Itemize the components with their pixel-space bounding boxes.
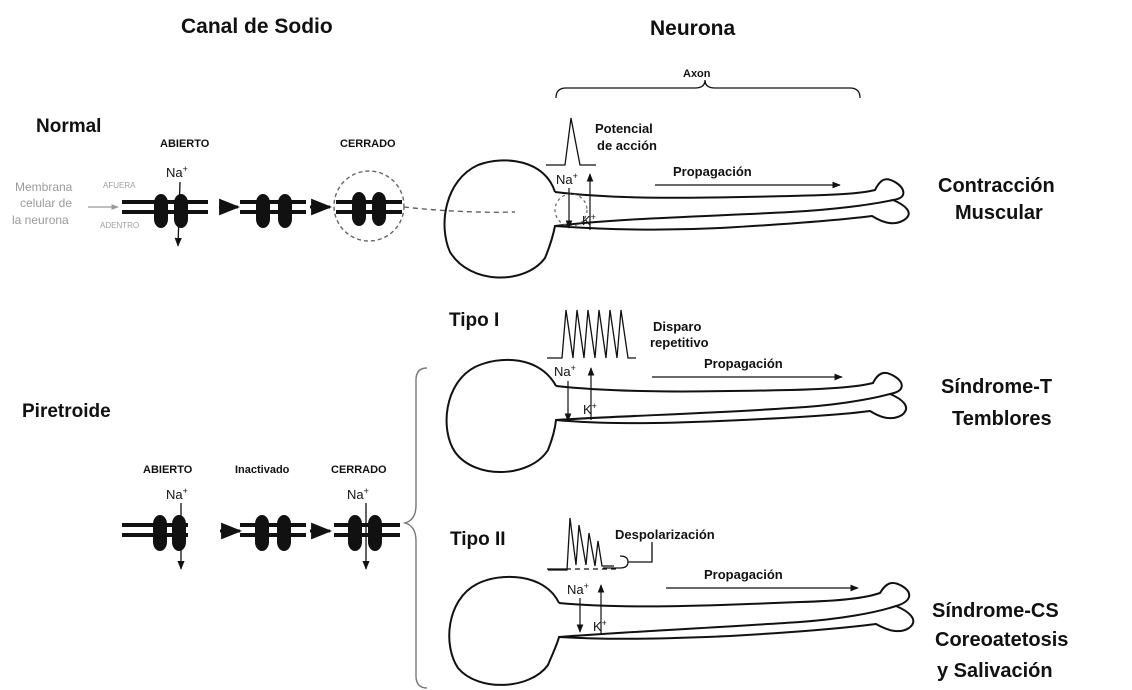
outcome-normal-1: Contracción [938, 175, 1055, 197]
inside-label: ADENTRO [100, 221, 139, 230]
na-label-neuron-type1: Na+ [554, 363, 576, 379]
axon-brace [556, 80, 860, 98]
normal-middle-channel [240, 194, 306, 228]
normal-heading: Normal [36, 116, 101, 137]
repetitive-label-1: Disparo [653, 319, 701, 334]
neuron-type1: Disparo repetitivo Na+ K+ Propagación [447, 310, 907, 472]
k-label-neuron-type2: K+ [593, 618, 607, 634]
normal-open-channel: Na+ [122, 164, 208, 246]
membrane-label-3: la neurona [12, 213, 69, 227]
action-potential-label-1: Potencial [595, 121, 653, 136]
propagation-label-1: Propagación [673, 164, 752, 179]
outcome-t-2: Temblores [952, 408, 1052, 430]
zoom-connector [404, 207, 515, 212]
depolarization-label: Despolarización [615, 527, 715, 542]
na-label-normal-open: Na+ [166, 164, 188, 180]
na-label-pyr-open: Na+ [166, 486, 188, 502]
normal-open-label: ABIERTO [160, 138, 210, 150]
pyr-closed-label: CERRADO [331, 464, 387, 476]
sodium-channel-title: Canal de Sodio [181, 15, 333, 38]
axon-label: Axon [683, 68, 711, 80]
outcome-t-1: Síndrome-T [941, 376, 1052, 398]
neuron-type2: Despolarización Na+ K+ Propagación [449, 518, 913, 685]
type1-heading: Tipo I [449, 310, 499, 331]
neuron-title: Neurona [650, 17, 736, 40]
pyr-inactivated-channel [240, 515, 306, 551]
neuron-normal: Axon Potencial de acción Na+ K+ Propagac… [445, 68, 909, 278]
pyr-open-label: ABIERTO [143, 464, 193, 476]
pyrethroid-heading: Piretroide [22, 401, 111, 422]
outcome-cs-3: y Salivación [937, 660, 1053, 682]
pyr-open-channel: Na+ [122, 486, 188, 569]
membrane-legend: Membrana celular de la neurona AFUERA AD… [12, 180, 139, 230]
pyr-closed-channel: Na+ [334, 486, 400, 569]
pyrethroid-bracket [405, 368, 427, 688]
outcome-cs-1: Síndrome-CS [932, 600, 1059, 622]
membrane-label-2: celular de [20, 196, 72, 210]
normal-closed-channel [334, 171, 404, 241]
k-label-neuron-type1: K+ [583, 401, 597, 417]
na-label-neuron-type2: Na+ [567, 581, 589, 597]
action-potential-label-2: de acción [597, 138, 657, 153]
action-potential-trace [546, 118, 596, 165]
pyr-inactivated-label: Inactivado [235, 464, 290, 476]
normal-closed-label: CERRADO [340, 138, 396, 150]
outside-label: AFUERA [103, 181, 136, 190]
repetitive-label-2: repetitivo [650, 335, 709, 350]
propagation-label-2: Propagación [704, 356, 783, 371]
k-label-neuron-normal: K+ [582, 212, 596, 228]
depolarization-trace [548, 518, 614, 570]
na-label-pyr-closed: Na+ [347, 486, 369, 502]
na-label-neuron-normal: Na+ [556, 171, 578, 187]
outcome-normal-2: Muscular [955, 202, 1043, 224]
membrane-label-1: Membrana [15, 180, 73, 194]
propagation-label-3: Propagación [704, 567, 783, 582]
type2-heading: Tipo II [450, 529, 506, 550]
outcome-cs-2: Coreoatetosis [935, 629, 1068, 651]
repetitive-firing-trace [547, 310, 636, 358]
